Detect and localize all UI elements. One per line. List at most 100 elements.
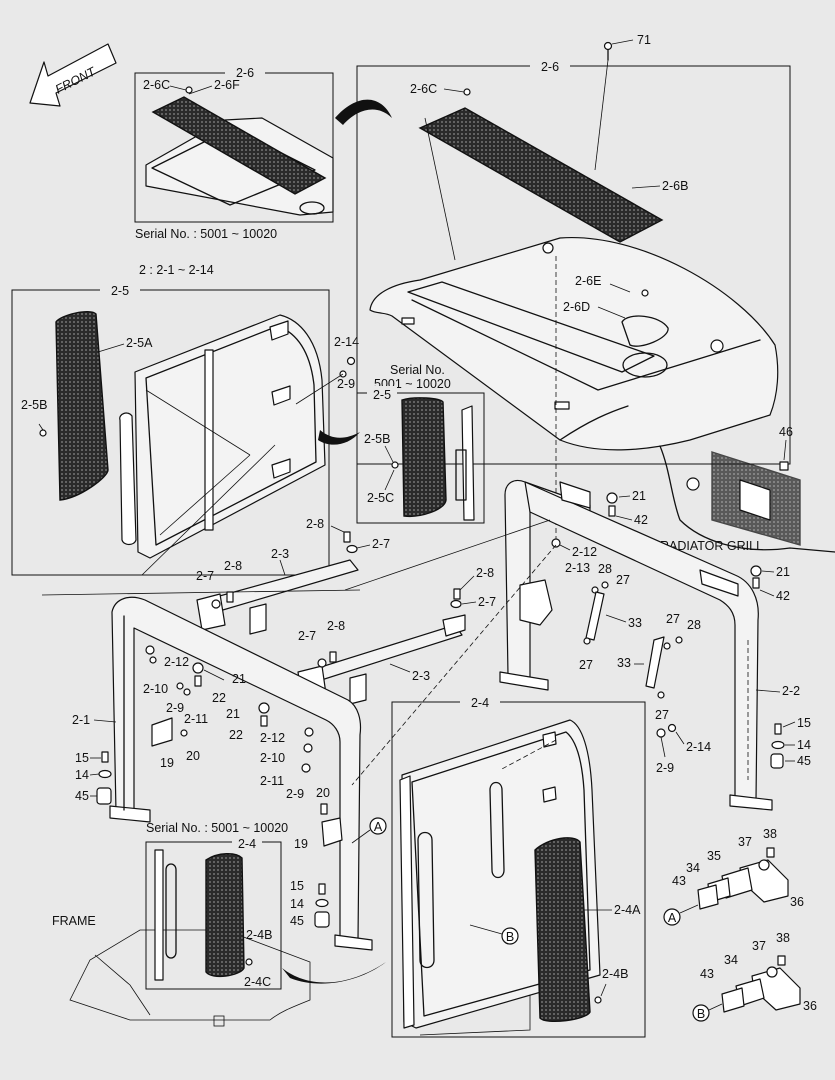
bolt-2-10a xyxy=(149,656,157,664)
bolt-2-14b xyxy=(667,723,677,733)
leader-33a xyxy=(605,614,627,623)
frame-2-4-title: 2-4 xyxy=(471,696,489,710)
frame-2-6-border xyxy=(356,65,791,465)
inset-2-6-pointer-arrow xyxy=(335,99,392,125)
front-door-upper-handle xyxy=(489,781,505,879)
washer-2-12c xyxy=(304,727,314,737)
label-38b: 38 xyxy=(776,931,790,945)
pin-28b xyxy=(675,636,683,644)
inset-2-6-hole xyxy=(299,201,325,215)
label-2-11b: 2-11 xyxy=(260,774,284,788)
label-2-13: 2-13 xyxy=(565,561,590,575)
bolt-20a xyxy=(180,729,188,737)
washer-2-7b xyxy=(211,599,221,609)
label-2-3b: 2-3 xyxy=(412,669,430,683)
cross-member-2-3b-end xyxy=(442,614,466,637)
radiator-cap xyxy=(686,477,700,491)
washer-2-10b xyxy=(303,743,313,753)
leader-2-6E xyxy=(609,283,631,293)
inset-2-4-side-bar xyxy=(154,849,164,981)
marker-A2: A xyxy=(668,911,677,925)
front-frame-foot-left xyxy=(109,805,151,823)
label-2-11a: 2-11 xyxy=(184,712,208,726)
leader-2-5B xyxy=(38,423,44,431)
label-19a: 19 xyxy=(160,756,174,770)
inset-2-6-serial: Serial No. : 5001 ~ 10020 xyxy=(135,227,277,241)
leader-71 xyxy=(611,39,634,45)
inset-2-4-grill xyxy=(205,853,245,978)
label-15c: 15 xyxy=(290,879,304,893)
front-arrow-shape xyxy=(29,43,117,107)
inset-2-5-frame xyxy=(356,392,485,524)
hood-bracket-2 xyxy=(554,401,570,410)
side-door-cross-1 xyxy=(145,389,251,456)
marker-A2-leader xyxy=(679,904,699,914)
bolt-71-drop xyxy=(594,59,609,171)
cross-member-2-3a-bracket-1 xyxy=(196,593,226,631)
washer-2-12a xyxy=(551,538,561,548)
frame-2-5-title: 2-5 xyxy=(111,284,129,298)
label-2-2: 2-2 xyxy=(782,684,800,698)
engine-hood-front-curve xyxy=(559,405,629,441)
inset-2-6-title-bg xyxy=(225,66,265,80)
door-bolt-line xyxy=(295,373,344,405)
label-22b: 22 xyxy=(229,728,243,742)
label-35: 35 xyxy=(707,849,721,863)
bolt-71 xyxy=(603,41,613,51)
label-27b: 27 xyxy=(579,658,593,672)
label-2-9d: 2-9 xyxy=(286,787,304,801)
inset-2-4: Serial No. : 5001 ~ 10020 2-4 2-4B 2-4C xyxy=(145,821,288,990)
bolt-15b xyxy=(101,751,109,763)
screw-2-4B xyxy=(594,996,602,1004)
label-34a: 34 xyxy=(686,861,700,875)
label-2-14-top: 2-14 xyxy=(334,335,359,349)
shim-43b xyxy=(721,987,745,1013)
bolt-2-8d xyxy=(329,651,337,663)
inset-2-6-label-2-6F: 2-6F xyxy=(214,78,240,92)
inset-2-5-title: 2-5 xyxy=(373,388,391,402)
inset-2-6-leader-c xyxy=(169,85,187,91)
bolt-38a xyxy=(766,847,775,858)
rear-frame-foot-right xyxy=(729,794,773,811)
assembly-line-door xyxy=(351,544,557,786)
inset-2-6-hood xyxy=(145,117,334,216)
label-22a: 22 xyxy=(212,691,226,705)
engine-hood-gasket-2-6D xyxy=(621,315,669,347)
label-14b: 14 xyxy=(75,768,89,782)
frame-2-4-border xyxy=(391,701,646,1038)
label-21b: 21 xyxy=(776,565,790,579)
label-2-6D: 2-6D xyxy=(563,300,590,314)
inset-2-5-pointer-arrow xyxy=(318,430,360,445)
front-door-hinge-1 xyxy=(542,731,557,748)
washer-37a xyxy=(758,859,770,871)
marker-B2: B xyxy=(697,1007,705,1021)
bolt-20b xyxy=(320,803,328,815)
marker-A1-circle xyxy=(369,817,387,835)
grill-drop-line xyxy=(424,117,456,261)
rear-frame-top-plate xyxy=(559,481,591,509)
label-14a: 14 xyxy=(797,738,811,752)
inset-2-5-label-2-5C: 2-5C xyxy=(367,491,394,505)
hinge-1 xyxy=(269,320,289,341)
rear-frame-foot-left xyxy=(499,671,549,691)
radiator-grill-context: 46 RADIATOR GRILL xyxy=(659,425,835,553)
washer-2-9b xyxy=(656,728,666,738)
leader-14b xyxy=(89,773,100,776)
label-27c: 27 xyxy=(666,612,680,626)
label-20a: 20 xyxy=(186,749,200,763)
washer-2-12b xyxy=(145,645,155,655)
label-20b: 20 xyxy=(316,786,330,800)
pin-27c xyxy=(663,642,671,650)
label-2-12c: 2-12 xyxy=(260,731,285,745)
hood-bolt-2-6E xyxy=(641,289,649,297)
label-2-6E: 2-6E xyxy=(575,274,601,288)
marker-B1-leader xyxy=(469,924,503,935)
inset-2-5-handle xyxy=(455,449,467,501)
cross-member-2-3b-bracket-2 xyxy=(349,673,367,705)
inset-2-6: 2-6 Serial No. : 5001 ~ 10020 2-6C 2-6F xyxy=(134,66,334,241)
bolt-2-14 xyxy=(346,356,356,366)
label-37a: 37 xyxy=(738,835,752,849)
label-46: 46 xyxy=(779,425,793,439)
label-2-12a: 2-12 xyxy=(572,545,597,559)
washer-2-7c xyxy=(450,599,462,609)
